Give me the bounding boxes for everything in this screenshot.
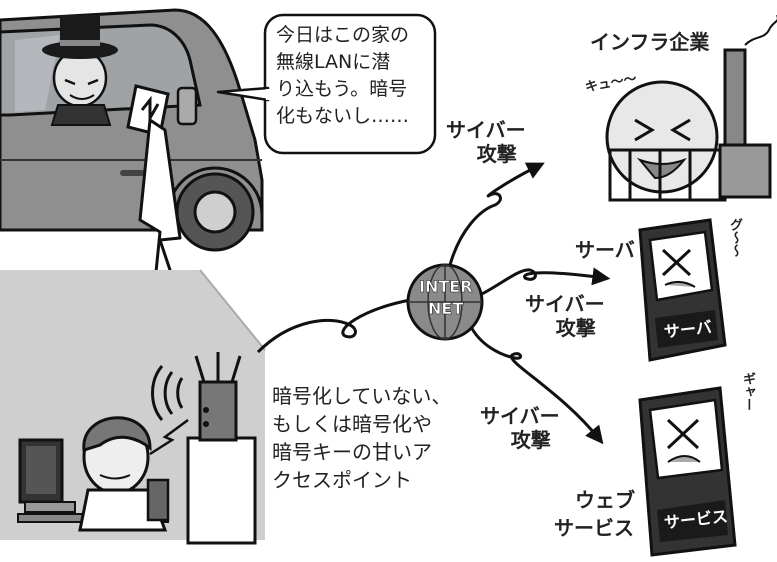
web-service-label-2: サービス [554, 516, 634, 540]
internet-globe [406, 263, 484, 341]
internet-label-top: INTER [419, 277, 473, 296]
server-label: サーバ [575, 238, 635, 262]
speech-bubble-text: 今日はこの家の 無線LANに潜 り込もう。暗号 化もないし…… [276, 22, 409, 130]
speech-line: 今日はこの家の [276, 24, 410, 46]
web-service-label-1: ウェブ [575, 488, 635, 512]
cyber-attack-label-1: サイバー 攻撃 [446, 118, 526, 166]
cyber-attack-label-2: サイバー 攻撃 [525, 292, 605, 340]
speech-line: 化もないし…… [276, 105, 410, 127]
web-sound-effect: ギャー [740, 372, 755, 411]
web-service-illustration [638, 386, 737, 557]
network-connections [256, 162, 611, 445]
cyber-attack-label-3: サイバー 攻撃 [480, 404, 560, 452]
access-point-caption: 暗号化していない、 もしくは暗号化や 暗号キーの甘いア クセスポイント [272, 384, 452, 492]
internet-label-bottom: NET [428, 299, 464, 318]
speech-line: り込もう。暗号 [276, 78, 408, 100]
server-screen-sign: サーバ [663, 317, 713, 342]
infra-company-label: インフラ企業 [590, 30, 710, 54]
van-illustration [0, 8, 264, 252]
server-sound-effect: グ〜〜 [727, 218, 742, 257]
server-illustration [638, 218, 727, 362]
speech-bubble [216, 13, 437, 155]
infra-factory-illustration [605, 15, 777, 202]
speech-line: 無線LANに潜 [276, 51, 391, 73]
house-illustration [0, 269, 266, 545]
